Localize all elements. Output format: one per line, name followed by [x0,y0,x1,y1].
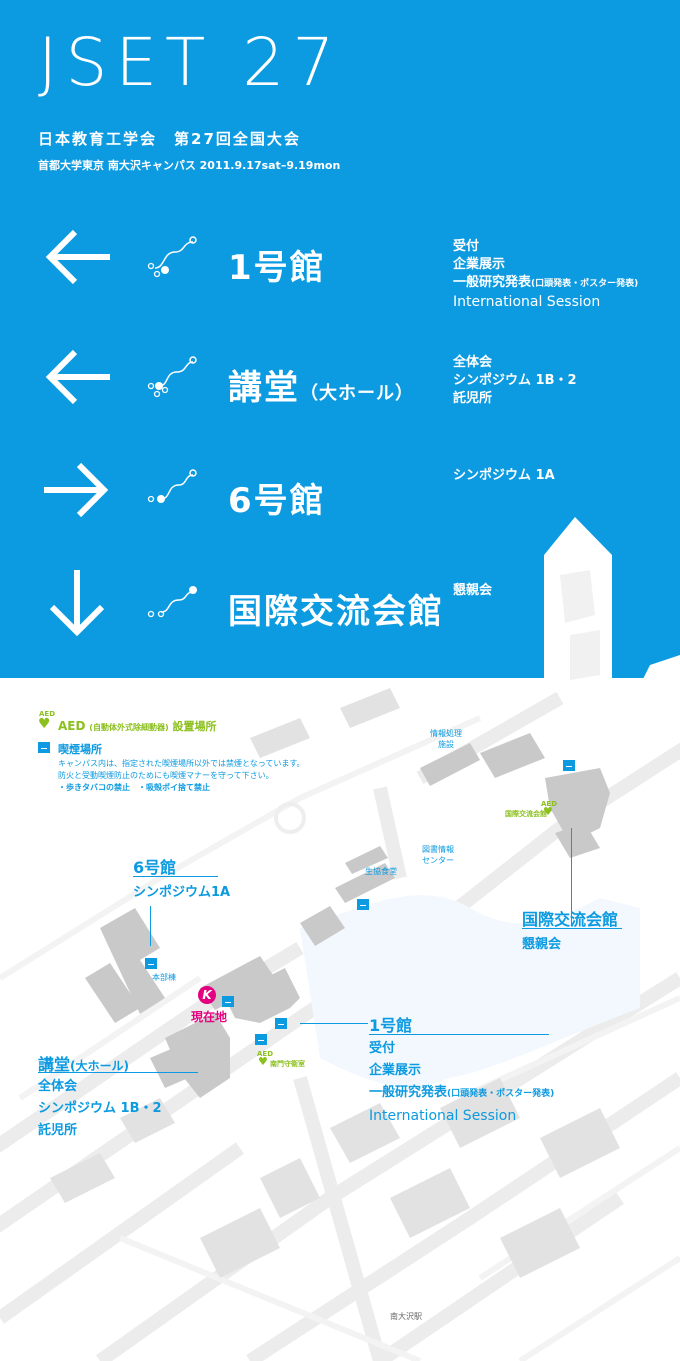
map-label-building1: 1号館 [369,1016,413,1035]
left-arrow-icon [45,229,110,285]
building-activities: 懇親会 [453,582,492,600]
event-venue-date: 首都大学東京 南大沢キャンパス 2011.9.17sat–9.19mon [38,159,341,172]
aed-legend-small: AED [39,710,56,718]
down-arrow-icon [49,570,105,637]
map-label-international-house: 国際交流会館 [522,910,619,929]
heart-icon: ♥ [258,1055,268,1068]
heart-icon: ♥ [38,716,51,732]
smoking-legend-title: 喫煙場所 [58,743,102,756]
map-label-auditorium-activities: 全体会 シンポジウム 1B・2 託児所 [38,1079,162,1138]
map-label-info-processing: 情報処理施設 [430,729,462,749]
heart-icon: ♥ [543,805,553,818]
direction-row-auditorium: 講堂（大ホール） 全体会 シンポジウム 1B・2 託児所 [0,342,680,442]
activity-item: シンポジウム 1B・2 [453,373,577,388]
route-icon [147,469,197,503]
smoking-area-icon [145,958,157,969]
map-label-building1-activities: 受付 企業展示 一般研究発表(口頭発表・ポスター発表) Internationa… [369,1041,555,1124]
smoking-area-icon [38,742,50,753]
map-pointer-shape [544,517,680,685]
activity-item: 企業展示 [453,257,506,272]
aed-label-south-gate: 南門守衛室 [270,1060,305,1068]
map-label-coop: 生協食堂 [365,867,397,876]
left-arrow-icon [45,349,110,405]
aed-label-international: 国際交流会館 [505,810,547,818]
leader-line [300,1023,368,1024]
activity-item: International Session [453,294,601,310]
aed-marker: AED [541,800,558,808]
route-icon [147,236,197,278]
leader-line [571,828,572,925]
map-label-library: 図書情報センター [422,845,454,865]
activity-item: 一般研究発表(口頭発表・ポスター発表) [453,275,639,290]
activity-item: シンポジウム 1A [453,468,555,483]
activity-item: 全体会 [453,355,493,370]
map-background [0,688,680,1361]
leader-line [133,876,218,877]
map-label-building6: 6号館 [133,858,177,877]
map-label-international-house-activity: 懇親会 [522,937,562,952]
right-arrow-icon [44,462,109,518]
route-icon [147,586,197,618]
smoking-area-icon [255,1034,267,1045]
activity-item: 懇親会 [453,583,493,598]
smoking-legend-text: 防火と受動喫煙防止のためにも喫煙マナーを守って下さい。 [58,771,274,780]
building-activities: シンポジウム 1A [453,467,555,485]
route-icon [147,356,197,398]
current-location-icon: K [198,986,216,1004]
direction-row-building1: 1号館 受付 企業展示 一般研究発表(口頭発表・ポスター発表) Internat… [0,222,680,322]
building-name: 6号館 [228,481,326,521]
activity-item: 託児所 [453,391,493,406]
map-label-building6-activity: シンポジウム1A [133,885,231,900]
current-location-label: 現在地 [191,1010,228,1024]
header-panel: JSET 27 日本教育工学会 第27回全国大会 首都大学東京 南大沢キャンパス… [0,0,680,678]
activity-item: 受付 [453,239,480,254]
smoking-area-icon [563,760,575,771]
campus-map: AED ♥ AED (自動体外式除細動器) 設置場所 喫煙場所 キャンパス内は、… [0,678,680,1361]
leader-line [369,1034,549,1035]
leader-line [150,906,151,946]
smoking-area-icon [275,1018,287,1029]
direction-row-building6: 6号館 シンポジウム 1A [0,455,680,555]
aed-marker: AED [257,1050,274,1058]
building-name: 国際交流会館 [228,592,444,632]
smoking-area-icon [357,899,369,910]
building-name: 1号館 [228,248,326,288]
event-subtitle: 日本教育工学会 第27回全国大会 [38,130,301,148]
building-name: 講堂（大ホール） [228,368,414,408]
leader-line [522,928,622,929]
aed-legend: AED (自動体外式除細動器) 設置場所 [58,719,217,733]
leader-line [38,1072,198,1073]
building-activities: 全体会 シンポジウム 1B・2 託児所 [453,354,577,408]
smoking-legend-rules: ・歩きタバコの禁止 ・吸殻ポイ捨て禁止 [58,783,210,792]
building-activities: 受付 企業展示 一般研究発表(口頭発表・ポスター発表) Internationa… [453,238,638,311]
smoking-area-icon [222,996,234,1007]
map-label-auditorium: 講堂(大ホール) [38,1055,129,1074]
direction-row-international-house: 国際交流会館 懇親会 [0,570,680,670]
map-label-station: 南大沢駅 [390,1312,422,1321]
smoking-legend-text: キャンパス内は、指定された喫煙場所以外では禁煙となっています。 [58,759,305,768]
event-logo: JSET 27 [38,24,343,101]
map-label-headquarters: 本部棟 [152,973,176,982]
